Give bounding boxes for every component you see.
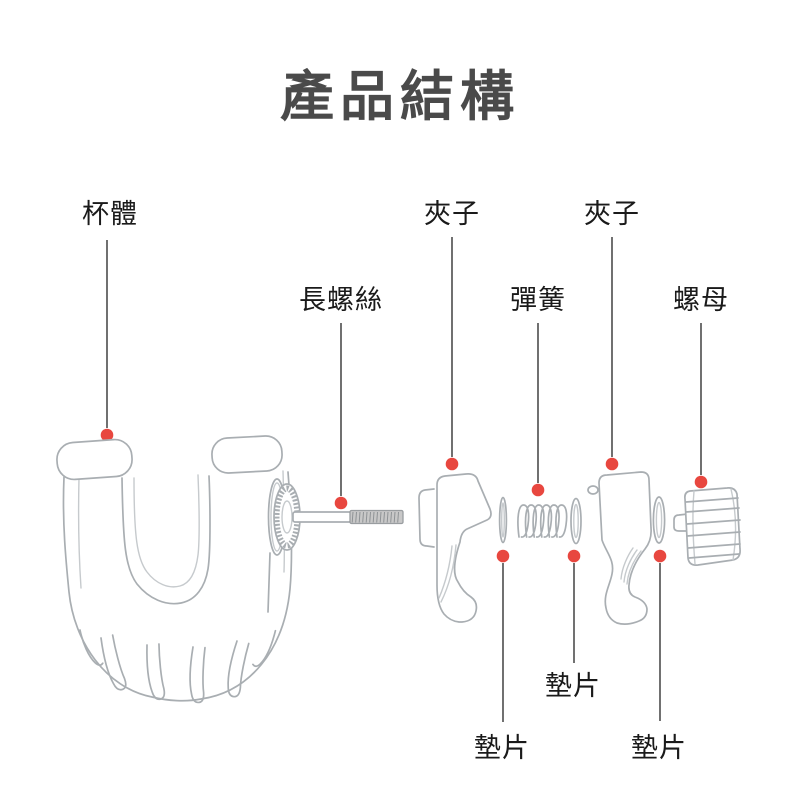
- nut-drawing: [673, 487, 741, 566]
- label-clip-right: 夾子: [584, 199, 640, 229]
- cup-body-drawing: [56, 435, 301, 704]
- cup-bottom-slots: [79, 629, 277, 704]
- leader-washer-right: [653, 549, 667, 721]
- clip-right-drawing: [587, 471, 652, 625]
- leader-nut: [694, 323, 708, 489]
- leader-long-screw: [334, 323, 348, 510]
- label-spring: 彈簧: [510, 285, 566, 315]
- washer-right-drawing: [652, 496, 666, 544]
- label-clip-left: 夾子: [424, 199, 480, 229]
- leader-washer-middle: [567, 549, 581, 663]
- label-nut: 螺母: [673, 285, 729, 315]
- washer-middle-drawing: [570, 497, 582, 545]
- spring-drawing: [517, 504, 568, 538]
- long-screw-drawing: [292, 509, 404, 525]
- label-washer-right: 墊片: [631, 733, 687, 763]
- leader-clip-right: [605, 237, 619, 471]
- washer-left-drawing: [498, 496, 508, 544]
- clip-left-drawing: [418, 473, 492, 623]
- label-long-screw: 長螺絲: [299, 285, 383, 315]
- leader-cup-body: [100, 240, 114, 442]
- leader-spring: [531, 323, 545, 497]
- leader-washer-left: [496, 549, 510, 722]
- label-washer-middle: 墊片: [545, 671, 601, 701]
- page-title: 產品結構: [280, 67, 520, 127]
- leader-clip-left: [445, 237, 459, 471]
- label-cup-body: 杯體: [82, 199, 138, 229]
- label-washer-left: 墊片: [474, 733, 530, 763]
